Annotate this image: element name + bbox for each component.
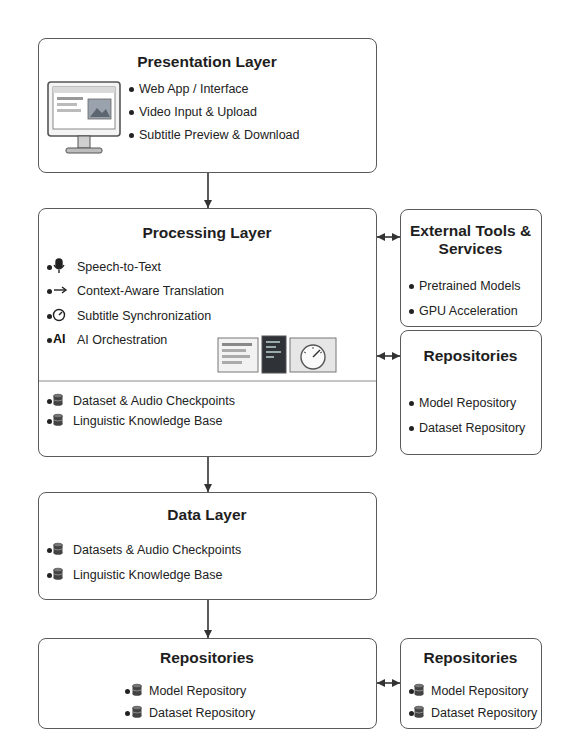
list-item: Model Repository bbox=[419, 395, 537, 411]
bullet-dot bbox=[47, 338, 52, 343]
database-icon bbox=[54, 568, 63, 580]
connector-arrow bbox=[377, 355, 400, 357]
layer-box: Data LayerDatasets & Audio CheckpointsLi… bbox=[38, 492, 377, 600]
ai-icon-label: AI bbox=[53, 331, 66, 347]
database-icons bbox=[54, 394, 424, 718]
bullet-dot bbox=[129, 110, 134, 115]
connector-arrow bbox=[377, 682, 400, 684]
layer-title: Presentation Layer bbox=[45, 53, 369, 71]
list-item: Dataset & Audio Checkpoints bbox=[73, 393, 372, 409]
bullet-dot bbox=[125, 711, 130, 716]
database-icon bbox=[54, 394, 63, 406]
list-item: Subtitle Preview & Download bbox=[139, 127, 372, 143]
database-icon bbox=[133, 706, 142, 718]
monitor-illustration bbox=[48, 82, 120, 153]
bullet-dot bbox=[47, 265, 52, 270]
database-icon bbox=[133, 684, 142, 696]
layer-title: Data Layer bbox=[45, 506, 369, 524]
bullet-dot bbox=[47, 289, 52, 294]
bullet-dot bbox=[47, 399, 52, 404]
list-item: Datasets & Audio Checkpoints bbox=[73, 542, 372, 558]
list-item: Pretrained Models bbox=[419, 278, 537, 294]
layer-box: External Tools & ServicesPretrained Mode… bbox=[400, 209, 542, 327]
list-item: Model Repository bbox=[431, 683, 537, 699]
bullet-dot bbox=[409, 284, 414, 289]
list-item: Video Input & Upload bbox=[139, 104, 372, 120]
list-item: Linguistic Knowledge Base bbox=[73, 567, 372, 583]
bullet-dot bbox=[47, 548, 52, 553]
database-icon bbox=[415, 706, 424, 718]
list-item: Dataset Repository bbox=[419, 420, 537, 436]
process-icons bbox=[54, 259, 67, 321]
bullet-dot bbox=[409, 689, 414, 694]
bullet-dot bbox=[409, 711, 414, 716]
layer-box: RepositoriesModel RepositoryDataset Repo… bbox=[38, 638, 377, 729]
list-item: Linguistic Knowledge Base bbox=[73, 413, 372, 429]
bullet-dot bbox=[47, 419, 52, 424]
layer-title: Processing Layer bbox=[45, 224, 369, 242]
connector-arrow bbox=[207, 457, 209, 492]
list-item: GPU Acceleration bbox=[419, 303, 537, 319]
list-item: Dataset Repository bbox=[431, 705, 537, 721]
layer-title: Repositories bbox=[45, 649, 369, 667]
list-item: Web App / Interface bbox=[139, 81, 372, 97]
bullet-dot bbox=[409, 426, 414, 431]
bullet-dot bbox=[409, 309, 414, 314]
layer-title: External Tools & Services bbox=[407, 222, 534, 258]
database-icon bbox=[54, 543, 63, 555]
bullet-dot bbox=[125, 689, 130, 694]
layer-box: RepositoriesModel RepositoryDataset Repo… bbox=[400, 638, 542, 729]
connector-arrow bbox=[207, 600, 209, 638]
list-item: Speech-to-Text bbox=[77, 259, 372, 275]
list-item: Subtitle Synchronization bbox=[77, 308, 372, 324]
layer-title: Repositories bbox=[407, 347, 534, 365]
bullet-dot bbox=[129, 133, 134, 138]
layer-box: Processing LayerSpeech-to-TextContext-Aw… bbox=[38, 208, 377, 457]
list-item: AI Orchestration bbox=[77, 332, 372, 348]
bullet-dot bbox=[47, 573, 52, 578]
list-item: Context-Aware Translation bbox=[77, 283, 372, 299]
ui-thumbnails bbox=[218, 336, 336, 373]
list-item: Model Repository bbox=[149, 683, 372, 699]
layer-box: RepositoriesModel RepositoryDataset Repo… bbox=[400, 330, 542, 455]
connector-arrow bbox=[207, 173, 209, 208]
bullet-dot bbox=[129, 87, 134, 92]
separator-line bbox=[39, 381, 376, 382]
bullet-dot bbox=[409, 401, 414, 406]
connector-arrow bbox=[377, 236, 400, 238]
database-icon bbox=[54, 414, 63, 426]
bullet-dot bbox=[47, 314, 52, 319]
database-icon bbox=[415, 684, 424, 696]
layer-box: Presentation LayerWeb App / InterfaceVid… bbox=[38, 38, 377, 173]
layer-title: Repositories bbox=[407, 649, 534, 667]
list-item: Dataset Repository bbox=[149, 705, 372, 721]
